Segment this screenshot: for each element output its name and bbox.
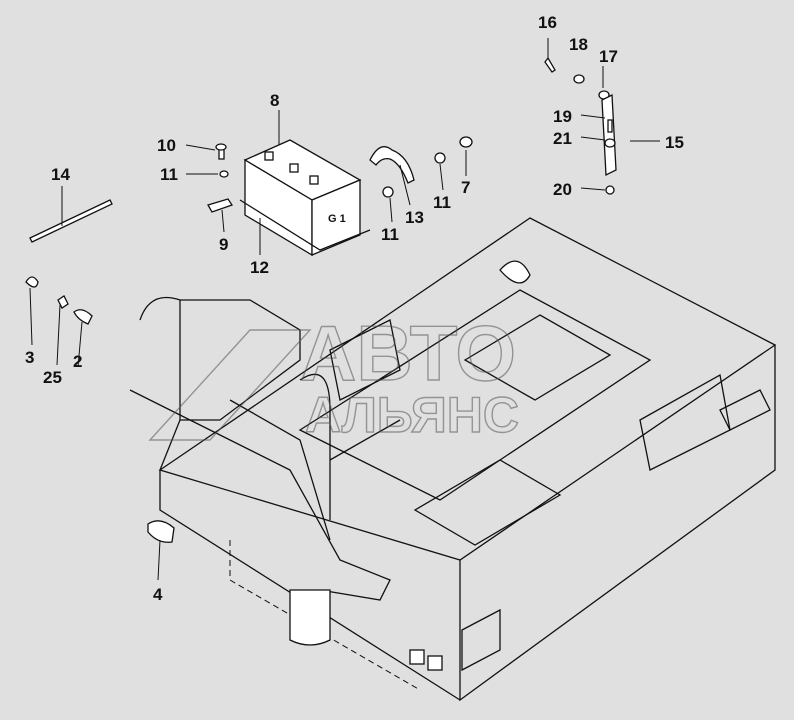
callout-25: 25 [43, 368, 62, 387]
cab-bracket [129, 296, 401, 646]
callout-11: 11 [160, 165, 178, 184]
callout-17: 17 [599, 47, 618, 66]
callout-20: 20 [553, 180, 572, 199]
callout-7: 7 [461, 178, 470, 197]
battery-marking: G 1 [328, 213, 346, 225]
callout-15: 15 [665, 133, 684, 152]
watermark-logo: АВТО АЛЬЯНС [148, 308, 520, 444]
callout-3: 3 [25, 348, 34, 367]
callout-9: 9 [219, 235, 228, 254]
callout-4: 4 [153, 585, 163, 604]
leader-lines [29, 38, 660, 581]
chassis-frame [158, 217, 777, 702]
callout-12: 12 [250, 258, 269, 277]
watermark-line1: АВТО [300, 309, 516, 397]
callout-14: 14 [51, 165, 70, 184]
callout-2: 2 [73, 352, 82, 371]
callout-8: 8 [270, 91, 279, 110]
callout-11b: 11 [433, 193, 451, 212]
callout-21: 21 [553, 129, 572, 148]
callout-19: 19 [553, 107, 572, 126]
watermark-line2: АЛЬЯНС [305, 387, 519, 443]
callout-11c: 11 [381, 225, 399, 244]
small-parts [25, 56, 617, 543]
callout-16: 16 [538, 13, 557, 32]
callout-18: 18 [569, 35, 588, 54]
callout-13: 13 [405, 208, 424, 227]
battery-part [239, 139, 371, 257]
callout-10: 10 [157, 136, 176, 155]
